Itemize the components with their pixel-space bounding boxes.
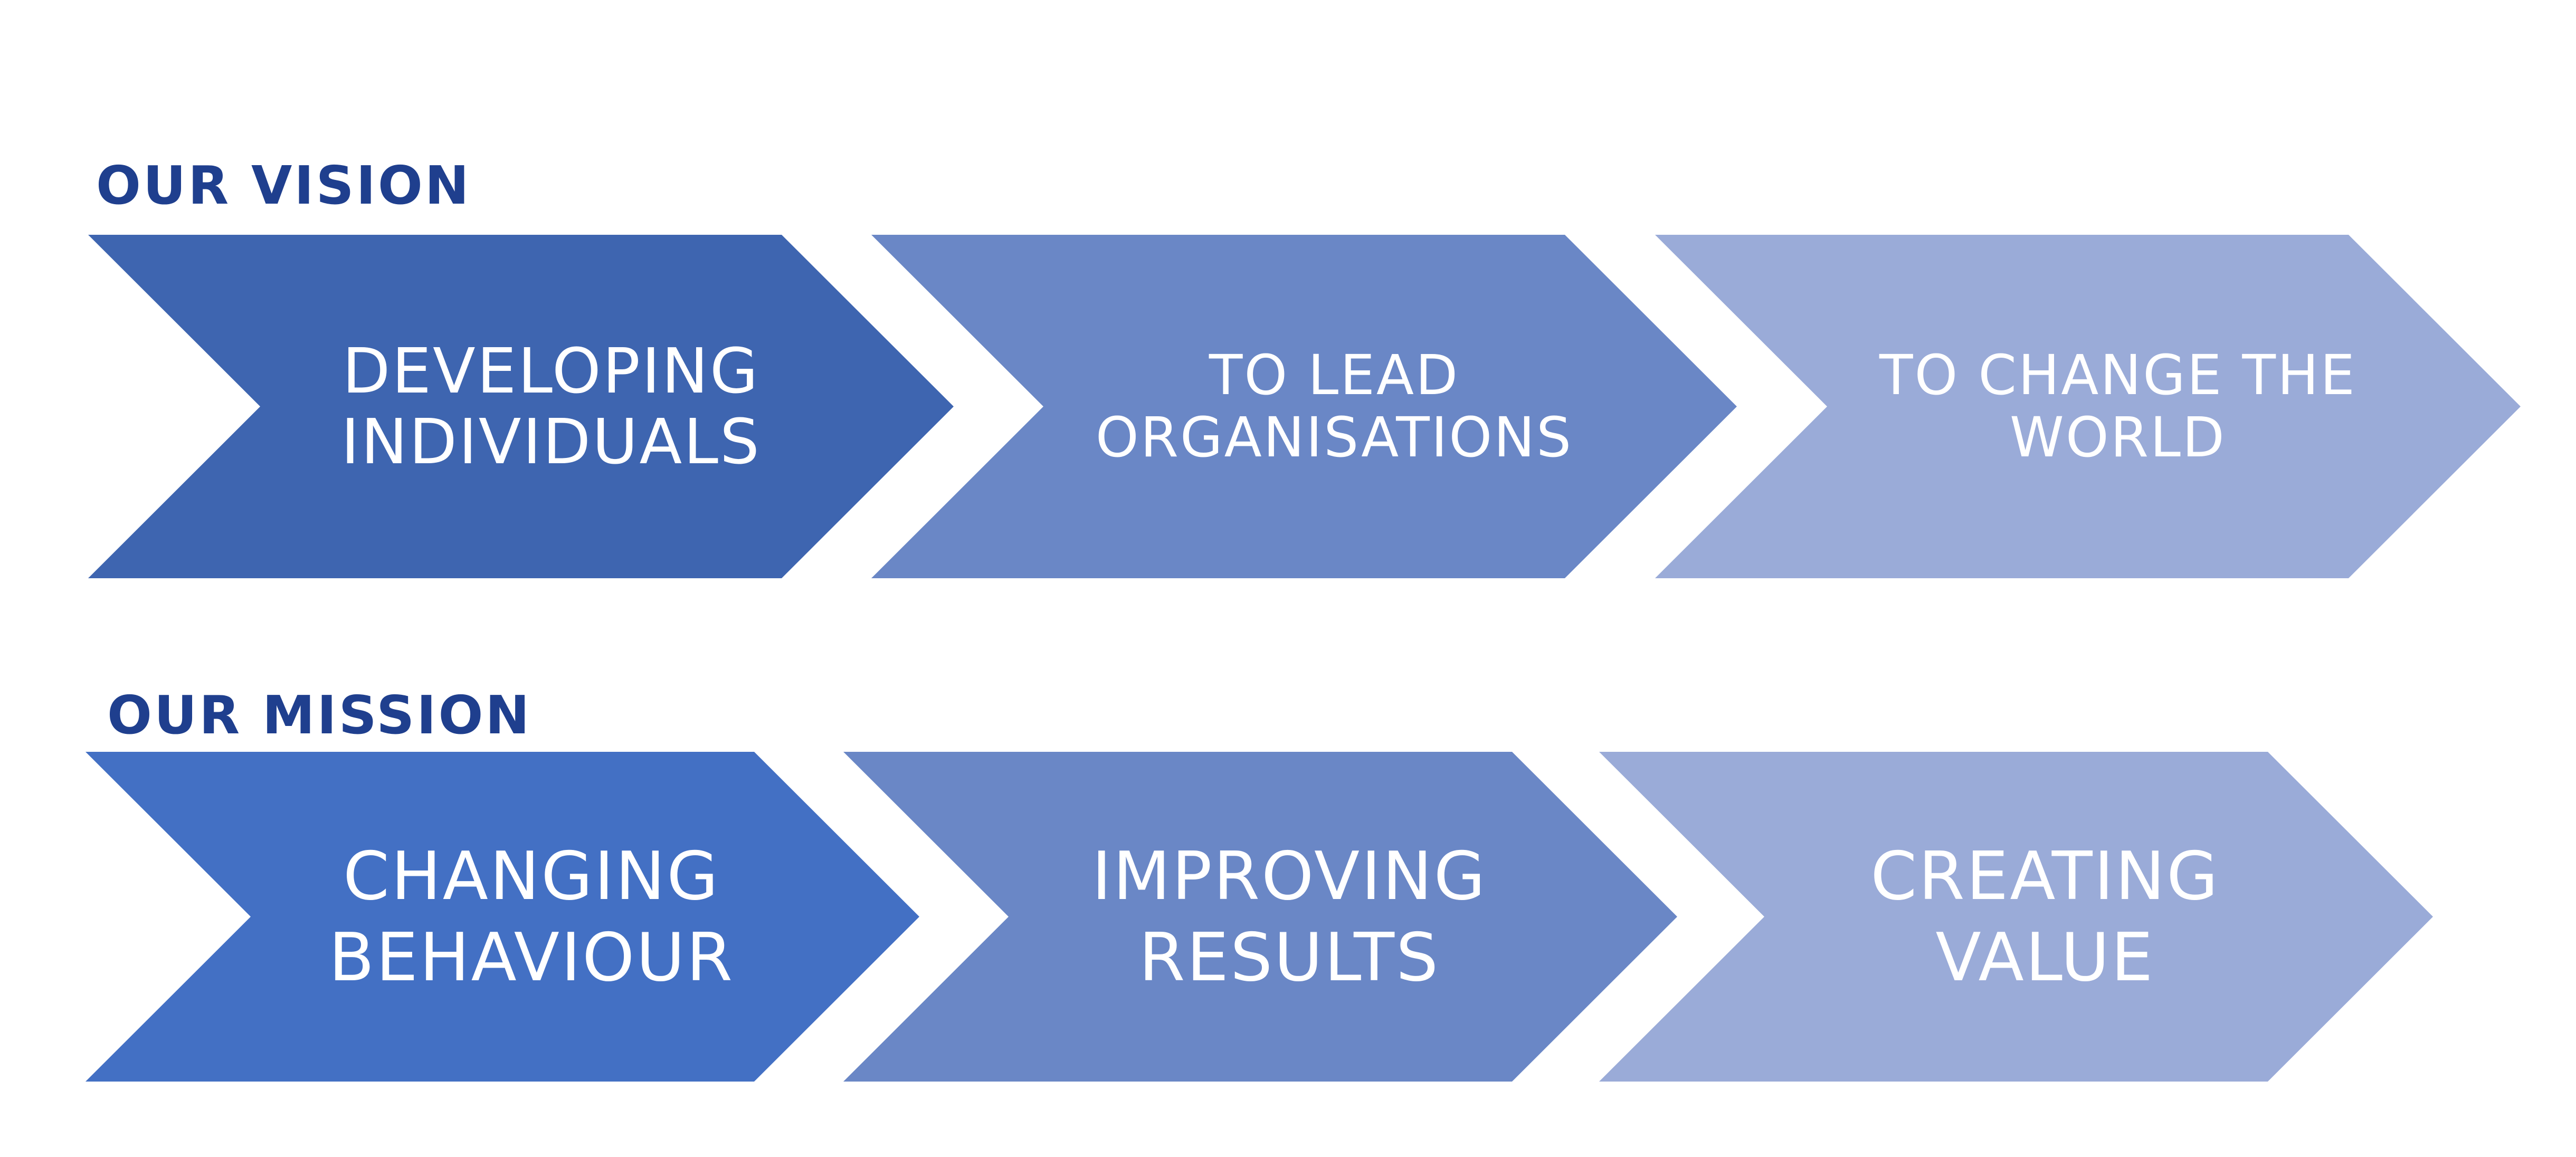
vision-step-3: TO CHANGE THE WORLD — [1655, 235, 2521, 578]
vision-step-1: DEVELOPING INDIVIDUALS — [88, 235, 954, 578]
mission-step-2: IMPROVING RESULTS — [843, 752, 1677, 1082]
chevron-shape — [843, 752, 1677, 1082]
vision-section-label: OUR VISION — [96, 155, 471, 216]
vision-step-2: TO LEAD ORGANISATIONS — [871, 235, 1737, 578]
vision-step-1-text: DEVELOPING INDIVIDUALS — [341, 334, 761, 478]
vision-step-3-text: TO CHANGE THE WORLD — [1879, 342, 2356, 470]
mission-step-1: CHANGING BEHAVIOUR — [85, 752, 919, 1082]
mission-step-2-text: IMPROVING RESULTS — [1091, 837, 1487, 996]
mission-step-3: CREATING VALUE — [1599, 752, 2433, 1082]
chevron-shape — [88, 235, 954, 578]
chevron-shape — [85, 752, 919, 1082]
mission-step-1-text: CHANGING BEHAVIOUR — [328, 837, 735, 996]
chevron-shape — [1599, 752, 2433, 1082]
mission-step-3-text: CREATING VALUE — [1870, 837, 2220, 996]
mission-section-label: OUR MISSION — [107, 684, 532, 746]
chevron-shape — [871, 235, 1737, 578]
chevron-shape — [1655, 235, 2521, 578]
vision-step-2-text: TO LEAD ORGANISATIONS — [1095, 342, 1573, 470]
